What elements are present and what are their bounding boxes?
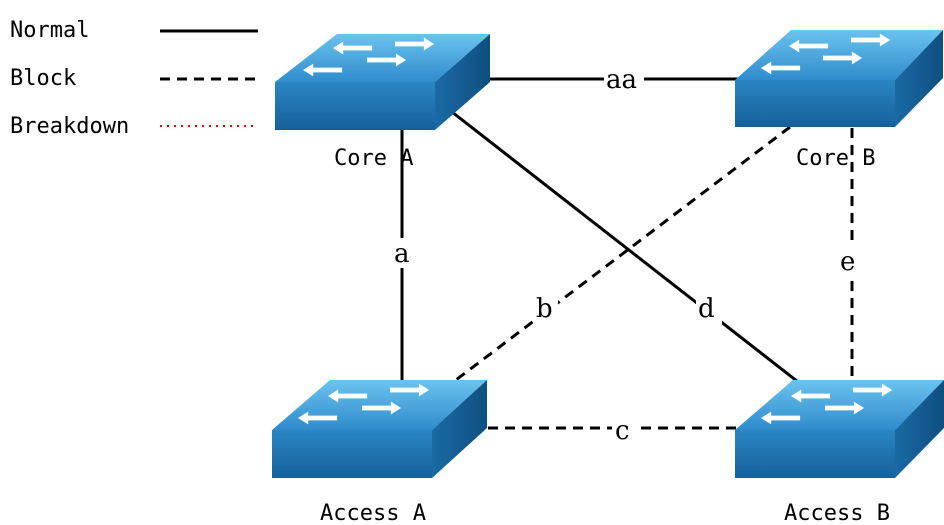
- switch-front: [735, 80, 895, 127]
- switch-core-a[interactable]: [275, 34, 490, 130]
- node-label-access-a: Access A: [320, 501, 426, 525]
- legend: Normal Block Breakdown: [10, 18, 258, 139]
- switch-access-a[interactable]: [272, 380, 487, 478]
- switch-front: [735, 430, 895, 478]
- switch-side: [432, 380, 487, 478]
- link-label-aa: aa: [606, 65, 637, 95]
- switch-side: [895, 380, 944, 478]
- node-label-core-b: Core B: [796, 146, 875, 171]
- link-label-d: d: [698, 294, 715, 324]
- link-label-c: c: [615, 416, 630, 446]
- link-d: [451, 110, 803, 387]
- switch-core-b[interactable]: [735, 30, 943, 127]
- legend-label-block: Block: [10, 66, 76, 91]
- links: [400, 77, 854, 430]
- legend-label-breakdown: Breakdown: [10, 114, 129, 139]
- link-labels: aa a b c d e: [390, 64, 864, 446]
- link-label-a: a: [394, 239, 410, 269]
- switch-front: [275, 82, 435, 130]
- switch-side: [435, 34, 490, 130]
- node-label-access-b: Access B: [784, 501, 890, 525]
- link-label-e: e: [840, 247, 855, 277]
- switch-side: [895, 30, 943, 127]
- switch-front: [272, 430, 432, 478]
- link-label-b: b: [536, 294, 553, 324]
- switch-access-b[interactable]: [735, 380, 944, 478]
- legend-label-normal: Normal: [10, 18, 89, 43]
- node-label-core-a: Core A: [334, 146, 413, 171]
- link-b: [439, 125, 791, 394]
